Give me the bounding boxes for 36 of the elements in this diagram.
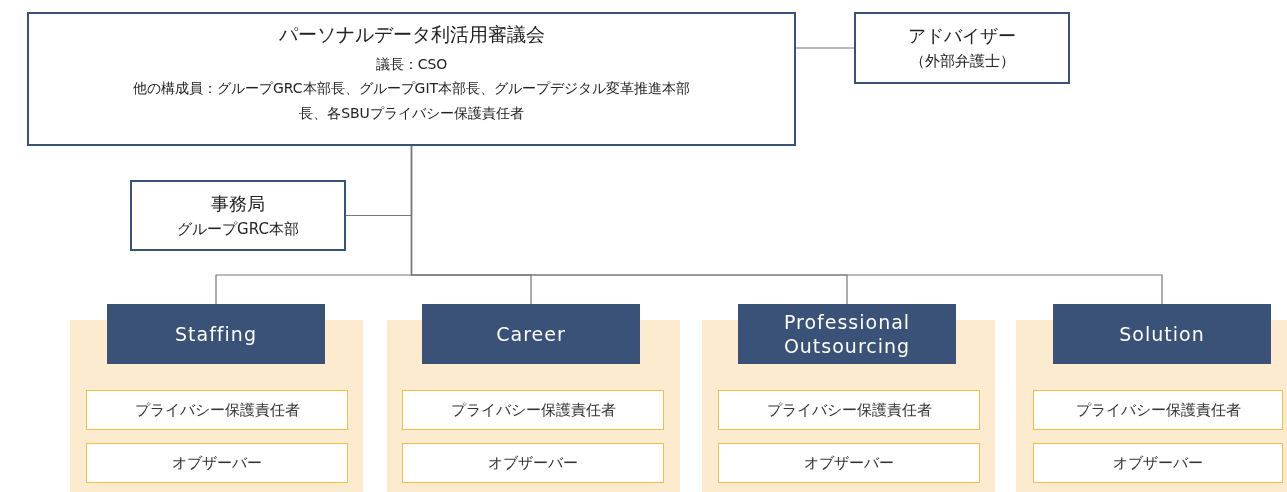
box-title: 事務局 bbox=[211, 191, 265, 216]
unit-title: Solution bbox=[1118, 322, 1206, 346]
members-text: 他の構成員：グループGRC本部長、グループGIT本部長、グループデジタル変革推進本部長、各SBUプライバシー保護責任者 bbox=[131, 79, 692, 123]
role-box bbox=[718, 390, 980, 430]
unit-header bbox=[422, 304, 640, 364]
org-box bbox=[130, 180, 346, 251]
chair-text: 議長：CSO bbox=[375, 55, 448, 74]
unit-title: Career bbox=[495, 322, 567, 346]
role-label: プライバシー保護責任者 bbox=[450, 400, 616, 420]
org-box bbox=[854, 12, 1070, 84]
box-subtitle: （外部弁護士） bbox=[909, 51, 1015, 72]
unit-header bbox=[1053, 304, 1271, 364]
role-box bbox=[1033, 443, 1283, 483]
role-label: オブザーバー bbox=[488, 453, 578, 473]
unit-title: Staffing bbox=[174, 322, 258, 346]
role-box bbox=[402, 443, 664, 483]
role-label: プライバシー保護責任者 bbox=[134, 400, 300, 420]
role-box bbox=[86, 443, 348, 483]
role-box bbox=[402, 390, 664, 430]
role-label: オブザーバー bbox=[1113, 453, 1203, 473]
role-label: プライバシー保護責任者 bbox=[766, 400, 932, 420]
unit-header bbox=[738, 304, 956, 364]
council-title: パーソナルデータ利活用審議会 bbox=[278, 22, 545, 47]
role-box bbox=[718, 443, 980, 483]
unit-title: Professional Outsourcing bbox=[782, 310, 912, 358]
role-label: オブザーバー bbox=[804, 453, 894, 473]
role-box bbox=[86, 390, 348, 430]
role-box bbox=[1033, 390, 1283, 430]
unit-header bbox=[107, 304, 325, 364]
role-label: オブザーバー bbox=[172, 453, 262, 473]
connector-line bbox=[410, 145, 1163, 305]
role-label: プライバシー保護責任者 bbox=[1075, 400, 1241, 420]
council-box bbox=[27, 12, 796, 146]
box-title: アドバイザー bbox=[908, 24, 1016, 48]
connector-line bbox=[795, 47, 855, 49]
box-subtitle: グループGRC本部 bbox=[177, 218, 299, 240]
